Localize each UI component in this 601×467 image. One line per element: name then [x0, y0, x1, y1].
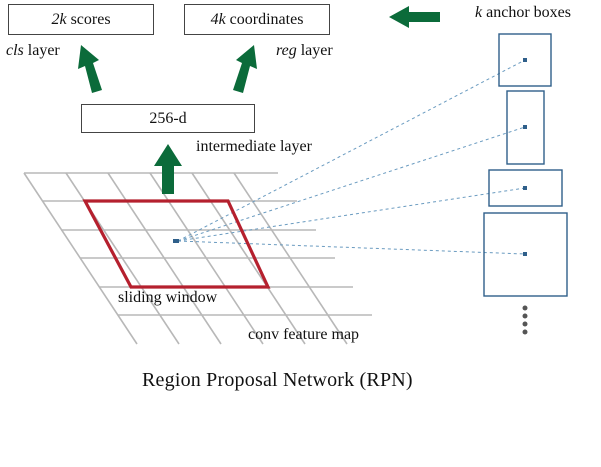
- reg-coordinates-box: 4k coordinates: [184, 4, 330, 35]
- anchor-boxes-text: anchor boxes: [482, 4, 571, 21]
- reg-coordinates-count: 4k: [210, 10, 226, 28]
- cls-scores-count: 2k: [51, 10, 67, 28]
- intermediate-256d-box: 256-d: [81, 104, 255, 133]
- anchor-boxes: [483, 33, 568, 297]
- sliding-window-center: [173, 239, 179, 243]
- reg-layer-name: reg: [276, 42, 297, 59]
- conv-feature-map-grid: [23, 172, 372, 345]
- cls-scores-text: scores: [66, 10, 111, 28]
- arrow-to-cls-icon: [78, 45, 102, 93]
- sliding-window-label: sliding window: [118, 289, 218, 306]
- anchor-centers: [523, 58, 527, 256]
- cls-layer-name: cls: [6, 42, 24, 59]
- diagram-title: Region Proposal Network (RPN): [142, 369, 413, 391]
- anchor-box-3: [488, 169, 563, 207]
- conv-feature-map-label: conv feature map: [248, 326, 360, 343]
- intermediate-dimension: 256-d: [149, 109, 187, 127]
- anchor-box-4: [483, 212, 568, 297]
- cls-layer-suffix: layer: [23, 42, 60, 59]
- anchor-box-1: [498, 33, 552, 87]
- reg-layer-label: reg layer: [276, 42, 333, 60]
- reg-layer-suffix: layer: [296, 42, 333, 59]
- arrow-left-from-anchors-icon: [389, 6, 440, 28]
- anchor-boxes-label: k anchor boxes: [475, 4, 571, 22]
- cls-layer-label: cls layer: [6, 42, 60, 60]
- more-anchors-ellipsis-icon: [522, 305, 528, 335]
- intermediate-layer-label: intermediate layer: [196, 138, 312, 155]
- reg-coordinates-text: coordinates: [225, 10, 304, 28]
- anchor-box-2: [506, 90, 545, 165]
- anchor-count: k: [475, 4, 483, 21]
- sliding-window-frame: [82, 199, 271, 289]
- arrow-to-reg-icon: [233, 45, 257, 93]
- cls-scores-box: 2k scores: [8, 4, 154, 35]
- arrow-up-to-intermediate-icon: [154, 144, 182, 194]
- anchor-projection-lines: [177, 59, 526, 255]
